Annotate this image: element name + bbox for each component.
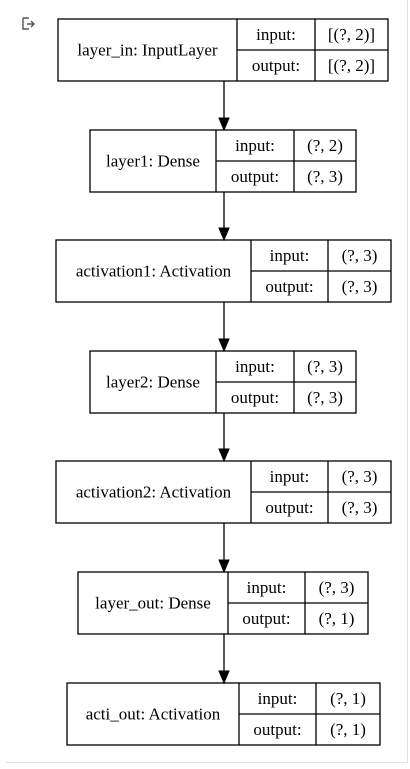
arrowhead-icon bbox=[218, 227, 230, 242]
output-key: output: bbox=[231, 388, 279, 407]
node-label: activation1: Activation bbox=[76, 262, 232, 281]
arrowhead-icon bbox=[218, 559, 230, 574]
input-shape: (?, 3) bbox=[342, 246, 378, 265]
output-key: output: bbox=[265, 498, 313, 517]
node-layer_in: layer_in: InputLayer input: output: [(?, 2)… bbox=[57, 18, 389, 82]
output-shape: (?, 3) bbox=[342, 498, 378, 517]
arrowhead-icon bbox=[218, 670, 230, 685]
arrowhead-icon bbox=[218, 117, 230, 132]
output-shape: (?, 1) bbox=[330, 720, 366, 739]
input-key: input: bbox=[258, 689, 298, 708]
output-shape: [(?, 2)] bbox=[328, 56, 375, 75]
output-key: output: bbox=[265, 277, 313, 296]
node-layer_out: layer_out: Dense input: output: (?, 3) (?, 1… bbox=[77, 571, 369, 635]
node-label: acti_out: Activation bbox=[86, 705, 221, 724]
node-activation2: activation2: Activation input: output: (?, … bbox=[55, 460, 392, 524]
input-key: input: bbox=[256, 25, 296, 44]
output-arrow-icon bbox=[22, 17, 35, 30]
input-key: input: bbox=[270, 246, 310, 265]
output-key: output: bbox=[253, 720, 301, 739]
arrowhead-icon bbox=[218, 338, 230, 353]
output-shape: (?, 1) bbox=[319, 609, 355, 628]
input-key: input: bbox=[235, 136, 275, 155]
input-shape: (?, 1) bbox=[330, 689, 366, 708]
output-key: output: bbox=[242, 609, 290, 628]
input-shape: [(?, 2)] bbox=[328, 25, 375, 44]
input-shape: (?, 3) bbox=[342, 467, 378, 486]
output-shape: (?, 3) bbox=[342, 277, 378, 296]
output-key: output: bbox=[231, 167, 279, 186]
node-label: layer2: Dense bbox=[106, 373, 200, 392]
input-shape: (?, 2) bbox=[307, 136, 343, 155]
input-key: input: bbox=[235, 357, 275, 376]
node-activation1: activation1: Activation input: output: (?, … bbox=[55, 239, 392, 303]
output-shape: (?, 3) bbox=[307, 167, 343, 186]
arrowhead-icon bbox=[218, 448, 230, 463]
input-shape: (?, 3) bbox=[319, 578, 355, 597]
input-key: input: bbox=[270, 467, 310, 486]
input-shape: (?, 3) bbox=[307, 357, 343, 376]
output-key: output: bbox=[252, 56, 300, 75]
output-shape: (?, 3) bbox=[307, 388, 343, 407]
node-acti_out: acti_out: Activation input: output: (?, 1) (… bbox=[66, 682, 381, 746]
input-key: input: bbox=[247, 578, 287, 597]
output-cell-frame bbox=[6, 0, 408, 763]
node-layer2: layer2: Dense input: output: (?, 3) (?, 3) bbox=[89, 350, 357, 414]
node-label: layer_in: InputLayer bbox=[77, 41, 218, 60]
node-layer1: layer1: Dense input: output: (?, 2) (?, 3) bbox=[89, 129, 357, 193]
node-label: layer_out: Dense bbox=[95, 594, 211, 613]
node-label: activation2: Activation bbox=[76, 483, 232, 502]
node-label: layer1: Dense bbox=[106, 152, 200, 171]
